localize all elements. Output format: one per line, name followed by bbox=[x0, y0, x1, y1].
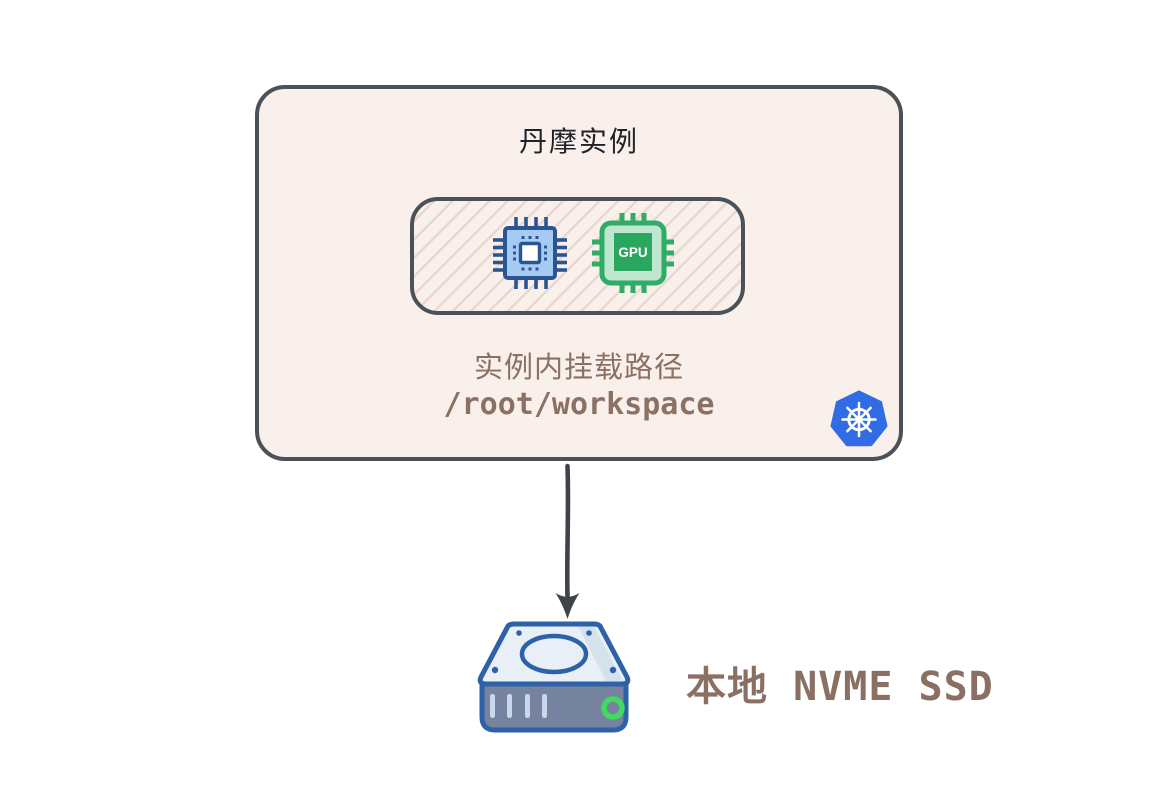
cpu-chip-icon bbox=[493, 217, 567, 289]
gpu-chip-label: GPU bbox=[618, 245, 647, 260]
mount-path-value: /root/workspace bbox=[443, 387, 715, 422]
ssd-drive-icon bbox=[477, 621, 631, 733]
kubernetes-logo-icon bbox=[830, 390, 888, 447]
down-arrow bbox=[555, 463, 580, 619]
storage-label: 本地 NVME SSD bbox=[686, 664, 994, 710]
gpu-chip-icon: GPU bbox=[592, 213, 674, 293]
mount-path-label: 实例内挂载路径 bbox=[473, 352, 684, 384]
instance-box-title: 丹摩实例 bbox=[518, 126, 639, 157]
compute-box bbox=[410, 197, 745, 315]
